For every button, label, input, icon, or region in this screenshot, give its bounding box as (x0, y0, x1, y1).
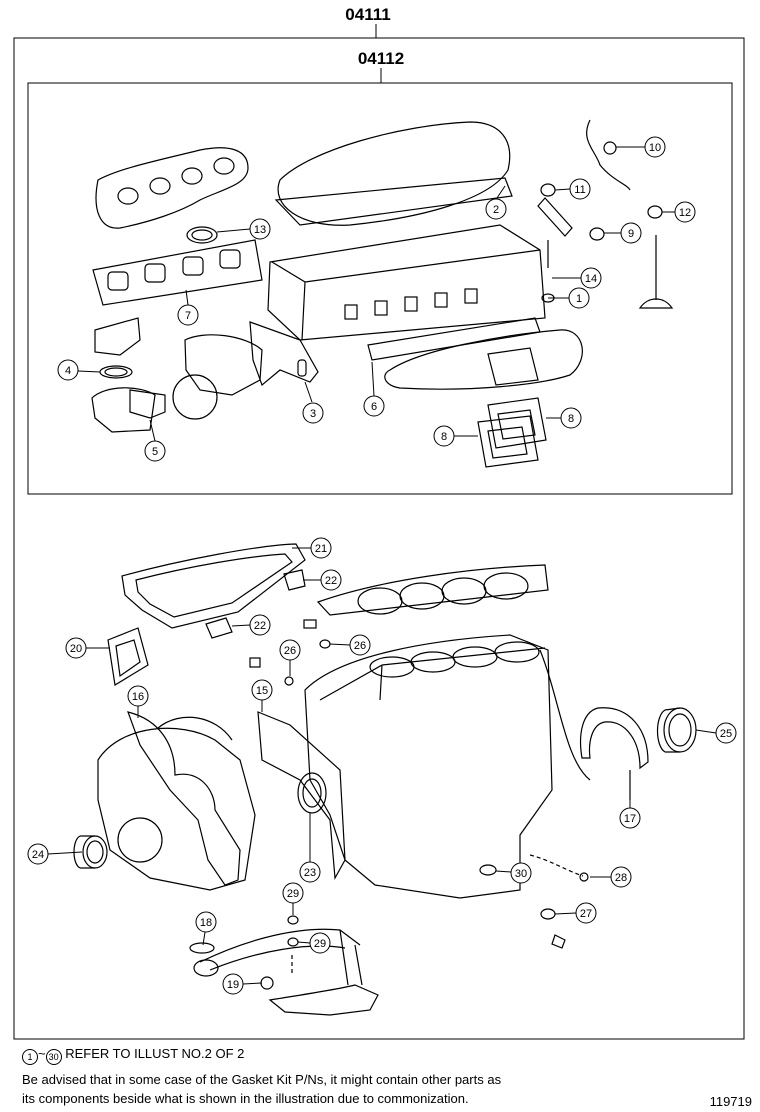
svg-text:12: 12 (679, 207, 691, 219)
callout-25[interactable]: 25 (715, 722, 737, 744)
callout-22-lower[interactable]: 22 (249, 614, 271, 636)
callout-17[interactable]: 17 (619, 807, 641, 829)
svg-text:8: 8 (441, 431, 447, 443)
callout-7[interactable]: 7 (177, 304, 199, 326)
ref-start-circle: 1 (22, 1049, 38, 1065)
svg-text:23: 23 (304, 867, 316, 879)
svg-text:20: 20 (70, 643, 82, 655)
callout-2[interactable]: 2 (485, 198, 507, 220)
svg-text:25: 25 (720, 728, 732, 740)
ref-end-circle: 30 (45, 1049, 62, 1065)
svg-text:13: 13 (254, 224, 266, 236)
figure-number: 119719 (709, 1094, 752, 1109)
svg-text:9: 9 (628, 228, 634, 240)
inner-assembly-frame (27, 82, 733, 495)
callout-18[interactable]: 18 (195, 911, 217, 933)
callout-16[interactable]: 16 (127, 685, 149, 707)
callout-22-upper[interactable]: 22 (320, 569, 342, 591)
callout-4[interactable]: 4 (57, 359, 79, 381)
svg-text:24: 24 (32, 849, 44, 861)
reference-note: 1~30 REFER TO ILLUST NO.2 OF 2 (22, 1046, 244, 1065)
svg-text:28: 28 (615, 872, 627, 884)
svg-text:2: 2 (493, 204, 499, 216)
callout-10[interactable]: 10 (644, 136, 666, 158)
svg-text:11: 11 (574, 184, 585, 196)
callout-30[interactable]: 30 (510, 862, 532, 884)
callout-19[interactable]: 19 (222, 973, 244, 995)
callout-3[interactable]: 3 (302, 402, 324, 424)
callout-13[interactable]: 13 (249, 218, 271, 240)
callout-28[interactable]: 28 (610, 866, 632, 888)
svg-text:6: 6 (371, 401, 377, 413)
svg-text:1: 1 (576, 293, 582, 305)
callout-23[interactable]: 23 (299, 861, 321, 883)
part-illustrations (73, 119, 697, 1016)
callout-24[interactable]: 24 (27, 843, 49, 865)
svg-text:21: 21 (315, 543, 327, 555)
callout-29-lower[interactable]: 29 (309, 932, 331, 954)
callout-27[interactable]: 27 (575, 902, 597, 924)
ref-separator: ~ (38, 1046, 46, 1061)
callout-5[interactable]: 5 (144, 440, 166, 462)
svg-text:26: 26 (284, 645, 296, 657)
svg-text:14: 14 (585, 273, 597, 285)
svg-text:15: 15 (256, 685, 268, 697)
callout-9[interactable]: 9 (620, 222, 642, 244)
callout-6[interactable]: 6 (363, 395, 385, 417)
svg-text:30: 30 (515, 868, 527, 880)
assembly-code-inner[interactable]: 04112 (358, 49, 404, 68)
svg-text:17: 17 (624, 813, 636, 825)
callout-21[interactable]: 21 (310, 537, 332, 559)
svg-text:4: 4 (65, 365, 71, 377)
svg-text:22: 22 (254, 620, 266, 632)
svg-text:27: 27 (580, 908, 592, 920)
svg-text:19: 19 (227, 979, 239, 991)
callout-8-lower[interactable]: 8 (433, 425, 455, 447)
svg-text:5: 5 (152, 446, 158, 458)
svg-text:10: 10 (649, 142, 661, 154)
reference-text: REFER TO ILLUST NO.2 OF 2 (65, 1046, 245, 1061)
outer-assembly-frame (13, 37, 745, 1040)
callout-markers: 1 2 3 4 5 6 7 8 8 9 10 11 12 13 14 15 16… (27, 136, 737, 995)
advice-line-1: Be advised that in some case of the Gask… (22, 1072, 502, 1087)
callout-29-upper[interactable]: 29 (282, 882, 304, 904)
advice-line-2: its components beside what is shown in t… (22, 1091, 469, 1106)
callout-26-right[interactable]: 26 (349, 634, 371, 656)
callout-1[interactable]: 1 (568, 287, 590, 309)
svg-text:26: 26 (354, 640, 366, 652)
assembly-code-outer[interactable]: 04111 (345, 5, 390, 24)
callout-26-left[interactable]: 26 (279, 639, 301, 661)
svg-text:22: 22 (325, 575, 337, 587)
callout-12[interactable]: 12 (674, 201, 696, 223)
svg-text:29: 29 (314, 938, 326, 950)
callout-8-upper[interactable]: 8 (560, 407, 582, 429)
svg-text:18: 18 (200, 917, 212, 929)
callout-leaders (47, 146, 717, 985)
callout-20[interactable]: 20 (65, 637, 87, 659)
callout-14[interactable]: 14 (580, 267, 602, 289)
callout-11[interactable]: 11 (569, 178, 591, 200)
callout-15[interactable]: 15 (251, 679, 273, 701)
svg-text:3: 3 (310, 408, 316, 420)
svg-text:29: 29 (287, 888, 299, 900)
svg-text:8: 8 (568, 413, 574, 425)
svg-text:7: 7 (185, 310, 191, 322)
svg-text:16: 16 (132, 691, 144, 703)
